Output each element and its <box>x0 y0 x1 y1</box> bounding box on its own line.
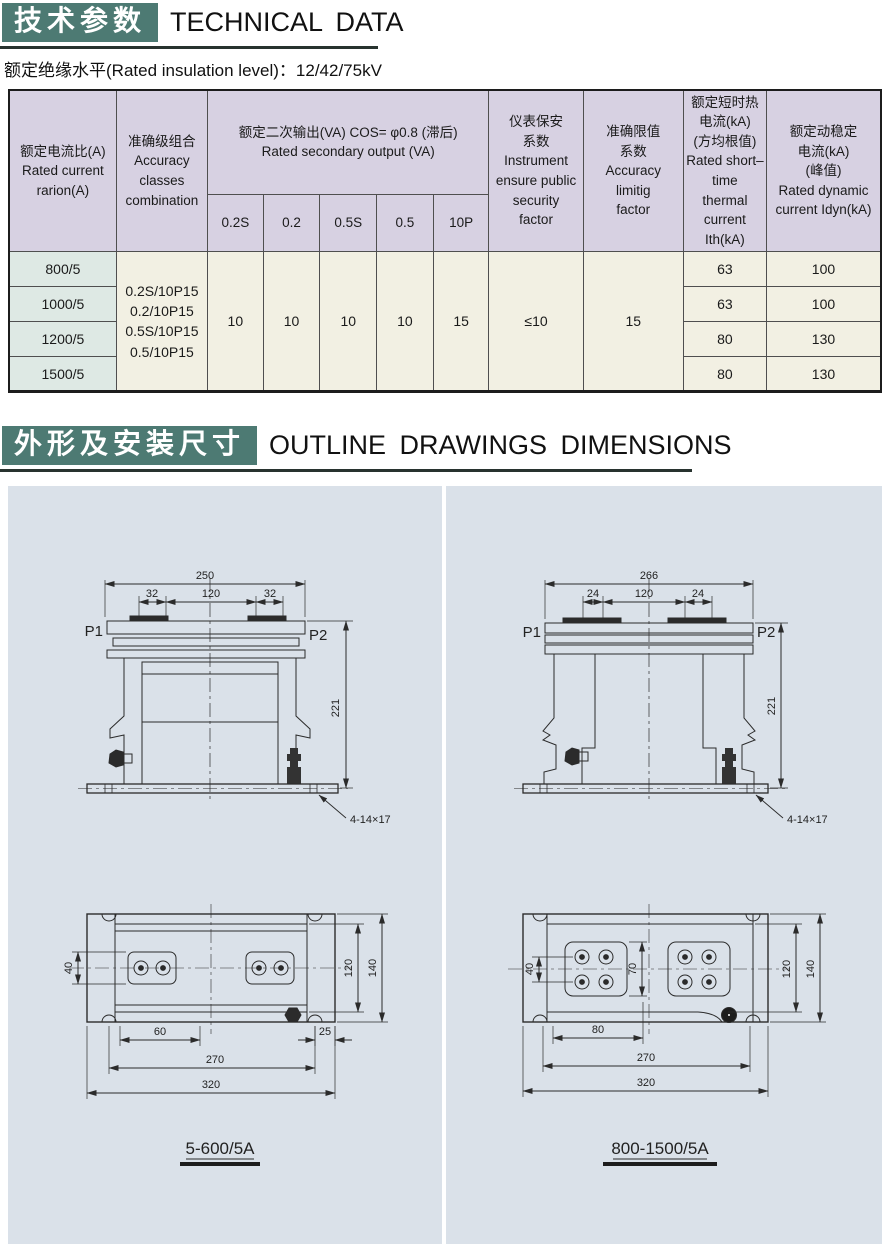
subheader-0-5: 0.5 <box>376 193 434 253</box>
top-view-5-600: 40 120 140 60 2 <box>63 904 388 1100</box>
mounting-holes-label: 4-14×17 <box>787 814 828 826</box>
dim-label: 24 <box>692 588 704 600</box>
subheader-0-2: 0.2 <box>262 193 321 253</box>
output-cell: 10 <box>262 251 321 393</box>
outline-drawing-800-1500: 266 24 120 24 P1 P2 <box>508 570 828 1167</box>
dynamic-cell: 100 <box>765 251 882 288</box>
dim-label: 60 <box>154 1026 166 1038</box>
terminal-p1-label: P1 <box>85 623 103 640</box>
dim-label: 120 <box>635 588 653 600</box>
dynamic-cell: 130 <box>765 356 882 393</box>
outline-drawings-area: 250 32 120 32 P1 P2 <box>8 486 890 1244</box>
dim-label: 140 <box>805 960 817 978</box>
dim-label: 70 <box>627 963 639 975</box>
header-short-time-thermal-current: 额定短时热 电流(kA) (方均根值) Rated short–time the… <box>682 89 767 253</box>
ratio-cell: 1000/5 <box>8 286 117 323</box>
section-title-en: OUTLINE DRAWINGS DIMENSIONS <box>269 430 732 461</box>
section-badge-zh: 外形及安装尺寸 <box>2 426 258 466</box>
dim-label: 221 <box>766 697 778 715</box>
drawing-panel-5-600: 250 32 120 32 P1 P2 <box>8 486 442 1244</box>
header-dynamic-current: 额定动稳定 电流(kA) (峰值) Rated dynamic current … <box>765 89 882 253</box>
dim-label: 40 <box>524 963 536 975</box>
dynamic-cell: 100 <box>765 286 882 323</box>
dim-label: 266 <box>640 570 658 582</box>
header-rated-secondary-output: 额定二次输出(VA) COS= φ0.8 (滞后) Rated secondar… <box>206 89 490 195</box>
section-header-outline-drawings: 外形及安装尺寸 OUTLINE DRAWINGS DIMENSIONS <box>2 426 890 466</box>
dim-label: 25 <box>319 1026 331 1038</box>
subheader-10p: 10P <box>432 193 490 253</box>
thermal-cell: 80 <box>682 356 767 393</box>
drawing-panel-800-1500: 266 24 120 24 P1 P2 <box>446 486 882 1244</box>
dim-label: 32 <box>146 588 158 600</box>
dynamic-cell: 130 <box>765 321 882 358</box>
section-underline <box>0 469 692 473</box>
dim-label: 250 <box>196 570 214 582</box>
dim-label: 221 <box>330 699 342 717</box>
top-view-800-1500: 40 70 80 120 140 <box>508 904 826 1098</box>
drawing-caption: 800-1500/5A <box>611 1139 709 1158</box>
dim-label: 320 <box>637 1077 655 1089</box>
terminal-p2-label: P2 <box>309 627 327 644</box>
section-underline <box>0 45 378 49</box>
ratio-cell: 800/5 <box>8 251 117 288</box>
output-cell: 10 <box>376 251 434 393</box>
header-instrument-security-factor: 仪表保安 系数 Instrument ensure public securit… <box>488 89 584 253</box>
drawing-caption: 5-600/5A <box>186 1139 256 1158</box>
section-header-technical-data: 技术参数 TECHNICAL DATA <box>2 3 890 42</box>
terminal-p1-label: P1 <box>523 624 541 641</box>
output-cell: 15 <box>432 251 490 393</box>
front-view-800-1500: 266 24 120 24 P1 P2 <box>514 570 828 826</box>
ratio-cell: 1500/5 <box>8 356 117 393</box>
section-title-en: TECHNICAL DATA <box>170 6 404 37</box>
dim-label: 24 <box>587 588 599 600</box>
instrument-factor-cell: ≤10 <box>488 251 584 393</box>
dim-label: 120 <box>202 588 220 600</box>
header-rated-current-ratio: 额定电流比(A) Rated current rarion(A) <box>8 89 117 253</box>
dim-label: 40 <box>63 962 75 974</box>
dim-label: 120 <box>781 960 793 978</box>
thermal-cell: 80 <box>682 321 767 358</box>
output-cell: 10 <box>206 251 264 393</box>
subheader-0-2s: 0.2S <box>206 193 264 253</box>
ratio-cell: 1200/5 <box>8 321 117 358</box>
dim-label: 140 <box>367 959 379 977</box>
terminal-p2-label: P2 <box>757 624 775 641</box>
thermal-cell: 63 <box>682 286 767 323</box>
dim-label: 270 <box>206 1054 224 1066</box>
accuracy-combo-cell: 0.2S/10P15 0.2/10P15 0.5S/10P15 0.5/10P1… <box>115 251 208 393</box>
header-accuracy-limit-factor: 准确限值 系数 Accuracy limitig factor <box>582 89 684 253</box>
mounting-holes-label: 4-14×17 <box>350 814 391 826</box>
technical-data-table: 额定电流比(A) Rated current rarion(A) 准确级组合 A… <box>8 88 882 394</box>
dim-label: 32 <box>264 588 276 600</box>
limit-factor-cell: 15 <box>582 251 684 393</box>
rated-insulation-level: 额定绝缘水平(Rated insulation level)：12/42/75k… <box>4 60 382 80</box>
outline-drawing-5-600: 250 32 120 32 P1 P2 <box>63 570 391 1167</box>
dim-label: 120 <box>343 959 355 977</box>
thermal-cell: 63 <box>682 251 767 288</box>
caption-5-600: 5-600/5A <box>180 1139 260 1167</box>
subheader-0-5s: 0.5S <box>319 193 378 253</box>
caption-800-1500: 800-1500/5A <box>603 1139 717 1167</box>
front-view-5-600: 250 32 120 32 P1 P2 <box>78 570 391 826</box>
dim-label: 270 <box>637 1052 655 1064</box>
dim-label: 320 <box>202 1079 220 1091</box>
section-badge-zh: 技术参数 <box>2 3 159 42</box>
dim-label: 80 <box>592 1024 604 1036</box>
output-cell: 10 <box>319 251 378 393</box>
header-accuracy-classes: 准确级组合 Accuracy classes combination <box>115 89 208 253</box>
